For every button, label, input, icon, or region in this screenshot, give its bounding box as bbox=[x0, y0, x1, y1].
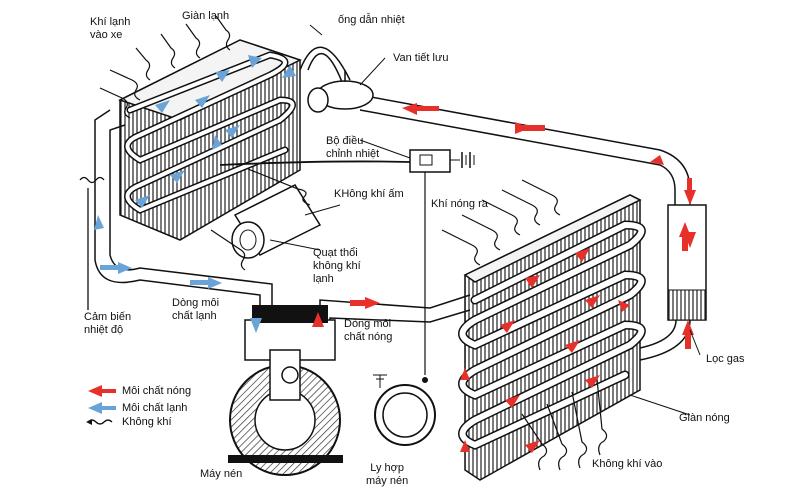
condenser bbox=[458, 194, 646, 481]
label-air-in: Không khí vào bbox=[592, 458, 663, 470]
compressor-clutch bbox=[373, 374, 436, 446]
label-heat-tube: ống dẫn nhiệt bbox=[338, 14, 405, 26]
thermostat bbox=[219, 149, 475, 375]
legend-icons bbox=[86, 385, 116, 425]
compressor bbox=[228, 305, 343, 476]
label-evaporator: Giàn lạnh bbox=[182, 10, 230, 22]
label-compressor: Máy nén bbox=[200, 468, 243, 480]
legend-air: Không khí bbox=[122, 416, 172, 428]
cold-arrows bbox=[94, 55, 296, 333]
legend-cold: Môi chất lạnh bbox=[122, 402, 188, 414]
label-warm-air: KHông khí ấm bbox=[334, 188, 404, 200]
air-arrows bbox=[99, 15, 608, 471]
label-hot-air-out: Khí nóng ra bbox=[431, 198, 488, 210]
expansion-valve bbox=[307, 70, 374, 113]
label-gas-filter: Lọc gas bbox=[706, 353, 745, 365]
temp-sensor bbox=[79, 176, 105, 310]
leader-lines bbox=[269, 24, 701, 416]
hot-arrows bbox=[312, 103, 696, 453]
gas-filter bbox=[667, 204, 707, 321]
label-condenser: Giàn nóng bbox=[679, 412, 730, 424]
legend-hot: Môi chất nóng bbox=[122, 385, 192, 397]
label-expansion-valve: Van tiết lưu bbox=[393, 52, 449, 64]
